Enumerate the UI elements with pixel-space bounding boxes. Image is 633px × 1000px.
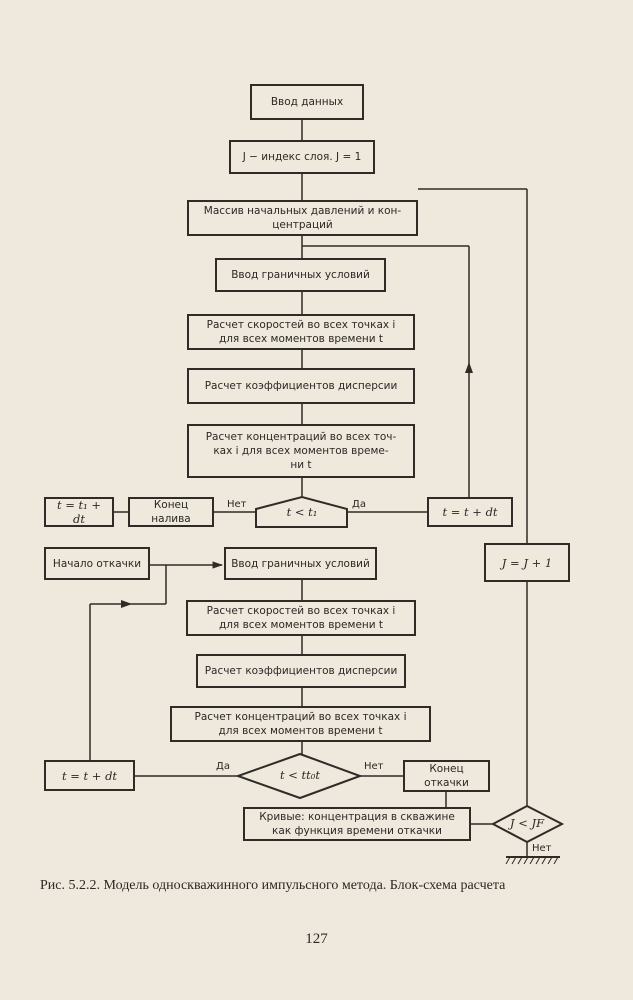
decision-2-text: t < tt₀t (279, 768, 321, 782)
concentration-block-2: Расчет концентраций во всех точках i для… (170, 706, 431, 742)
decision-2-no-label: Нет (364, 761, 384, 772)
decision-2-yes-label: Да (216, 761, 230, 772)
decision-1-yes-label: Да (352, 499, 366, 510)
decision-1-shape (255, 495, 348, 528)
input-data-block: Ввод данных (250, 84, 364, 120)
boundary-conditions-block-1: Ввод граничных условий (215, 258, 386, 292)
dispersion-block-1: Расчет коэффициентов дисперсии (187, 368, 415, 404)
velocity-block-1: Расчет скоростей во всех точках i для вс… (187, 314, 415, 350)
t-equals-t-plus-dt-block-right: t = t + dt (427, 497, 513, 527)
decision-3-shape (490, 804, 565, 844)
t-equals-t1-plus-dt-block: t = t₁ + dt (44, 497, 114, 527)
layer-index-block: J − индекс слоя. J = 1 (229, 140, 375, 174)
start-pumping-block: Начало откачки (44, 547, 150, 580)
velocity-block-2: Расчет скоростей во всех точках i для вс… (186, 600, 416, 636)
decision-3-no-label: Нет (532, 843, 552, 854)
figure-caption: Рис. 5.2.2. Модель односкважинного импул… (40, 878, 506, 893)
page-number: 127 (305, 931, 328, 947)
end-filling-block: Конец налива (128, 497, 214, 527)
arrowhead (465, 362, 473, 373)
arrowhead (121, 600, 132, 608)
j-increment-block: J = J + 1 (484, 543, 570, 582)
dispersion-block-2: Расчет коэффициентов дисперсии (196, 654, 406, 688)
decision-3-text: J < JF (509, 816, 545, 830)
t-equals-t-plus-dt-block-left: t = t + dt (44, 760, 135, 791)
decision-2-shape (235, 752, 363, 800)
curves-block: Кривые: концентрация в скважине как функ… (243, 807, 471, 841)
decision-1-no-label: Нет (227, 499, 247, 510)
ground-hatch (505, 856, 559, 865)
initial-array-block: Массив начальных давлений и кон- центрац… (187, 200, 418, 236)
decision-1-text: t < t₁ (286, 505, 318, 519)
concentration-block-1: Расчет концентраций во всех точ- ках i д… (187, 424, 415, 478)
boundary-conditions-block-2: Ввод граничных условий (224, 547, 377, 580)
end-pumping-block: Конец откачки (403, 760, 490, 792)
